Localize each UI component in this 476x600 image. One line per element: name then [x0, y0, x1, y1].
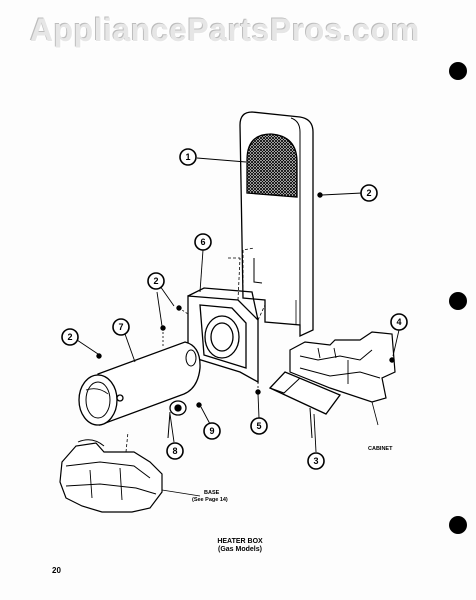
screws	[96, 192, 395, 408]
igniter-fitting	[167, 400, 187, 439]
callout-8: 8	[166, 442, 184, 460]
deflector-bracket	[268, 371, 342, 439]
svg-text:7: 7	[118, 322, 123, 332]
callout-2-tube: 2	[61, 328, 79, 346]
page-number: 20	[52, 566, 61, 575]
svg-text:2: 2	[153, 276, 158, 286]
svg-text:1: 1	[185, 152, 190, 162]
base-label: BASE	[204, 490, 220, 496]
callout-7: 7	[112, 318, 130, 336]
svg-text:2: 2	[366, 188, 371, 198]
base-assembly	[59, 439, 201, 513]
binder-hole-top	[449, 62, 467, 80]
diagram-title: HEATER BOX (Gas Models)	[200, 538, 280, 554]
callout-5: 5	[250, 417, 268, 435]
callout-9: 9	[203, 422, 221, 440]
svg-text:6: 6	[200, 237, 205, 247]
callout-4: 4	[390, 313, 408, 331]
diagram-title-line1: HEATER BOX	[217, 538, 263, 545]
svg-text:5: 5	[256, 421, 261, 431]
svg-text:2: 2	[67, 332, 72, 342]
svg-text:8: 8	[172, 446, 177, 456]
base-page-ref: (See Page 14)	[192, 497, 228, 503]
grille-vent	[246, 133, 298, 198]
callout-1: 1	[179, 148, 197, 166]
svg-text:4: 4	[396, 317, 401, 327]
binder-hole-bottom	[449, 516, 467, 534]
callout-2-frame: 2	[147, 272, 165, 290]
binder-hole-middle	[449, 292, 467, 310]
svg-text:3: 3	[313, 456, 318, 466]
cabinet	[289, 331, 396, 426]
callout-2-panel: 2	[360, 184, 378, 202]
burner-tube	[78, 341, 201, 426]
callout-3: 3	[307, 452, 325, 470]
diagram-title-line2: (Gas Models)	[218, 546, 262, 553]
cabinet-label: CABINET	[368, 446, 393, 452]
watermark-logo: AppliancePartsPros.com	[30, 12, 420, 48]
callout-6: 6	[194, 233, 212, 251]
back-panel	[239, 111, 314, 338]
svg-text:9: 9	[209, 426, 214, 436]
